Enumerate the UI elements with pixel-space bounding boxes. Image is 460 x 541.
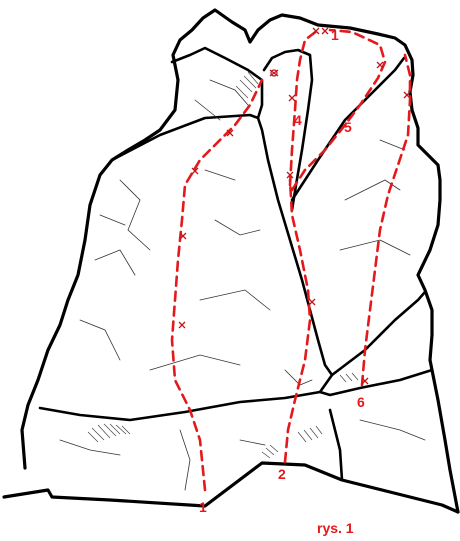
lower-shelf-seam-2 — [320, 370, 432, 395]
route-number-5: 5 — [344, 119, 352, 135]
right-face-crack — [330, 410, 342, 480]
route-number-2: 2 — [278, 466, 286, 482]
route-number-1: 1 — [199, 499, 207, 515]
route-number-6: 6 — [357, 394, 365, 410]
rock-outline — [22, 10, 458, 512]
route-number-top: 1 — [331, 27, 339, 43]
lower-shelf-seam — [40, 292, 425, 420]
route-line-6 — [362, 55, 410, 385]
route-line-2 — [285, 180, 310, 462]
ground-line — [4, 463, 458, 512]
figure-caption: rys. 1 — [317, 520, 354, 536]
shadow-hatching — [88, 72, 358, 458]
route-number-4: 4 — [294, 112, 302, 128]
route-line-1 — [172, 80, 262, 490]
